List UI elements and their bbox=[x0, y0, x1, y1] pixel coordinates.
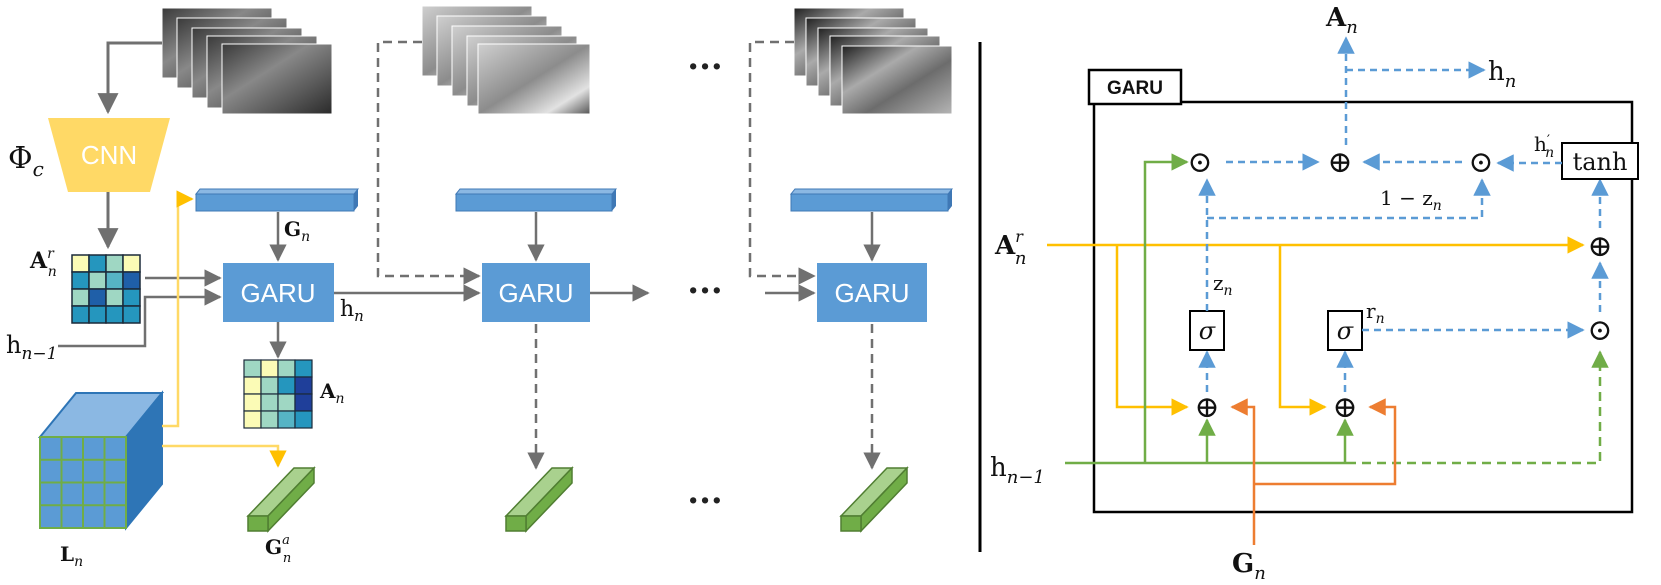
gn-to-oplus-left bbox=[1230, 398, 1256, 484]
gn-to-oplus-right bbox=[1254, 398, 1397, 486]
frames-to-cnn-arrow bbox=[97, 41, 162, 115]
cube-to-garu-yellow bbox=[162, 190, 194, 428]
hprev-to-odot-left bbox=[1143, 153, 1189, 463]
global-feature-bar-3 bbox=[789, 188, 954, 212]
oplus-z: ⊕ bbox=[1194, 390, 1219, 425]
ar-to-oplus-left bbox=[1115, 245, 1189, 416]
attended-feature-bar-3 bbox=[839, 466, 909, 533]
cnn-symbol: Φc bbox=[8, 141, 44, 181]
odot-left: ⊙ bbox=[1187, 145, 1212, 180]
ellipsis-top: ··· bbox=[687, 47, 723, 87]
cnn-block: CNN bbox=[48, 118, 170, 192]
attended-feature-bar-2 bbox=[504, 466, 574, 533]
local-feat-label: Ln bbox=[60, 542, 83, 570]
hidden-out-label: hn bbox=[340, 297, 364, 325]
garu-block-1: GARU bbox=[223, 263, 334, 322]
garu-block-3: GARU bbox=[817, 263, 927, 322]
in-hidden-label: hn−1 bbox=[990, 453, 1045, 488]
sigma-r: σ bbox=[1337, 317, 1354, 345]
global-feature-bar-2 bbox=[454, 188, 618, 212]
global-feat-label: Gn bbox=[284, 217, 310, 245]
hprime-label: h′n bbox=[1534, 132, 1554, 161]
out-hidden-label: hn bbox=[1488, 57, 1516, 92]
z-label: zn bbox=[1213, 271, 1233, 299]
out-attn-label: An bbox=[1325, 3, 1358, 38]
garu-label-2: GARU bbox=[498, 278, 573, 308]
hprev-to-garu-arrow bbox=[58, 288, 222, 348]
garu-block-2: GARU bbox=[482, 263, 590, 322]
ellipsis-middle: ··· bbox=[687, 271, 723, 311]
garu-title-box bbox=[1087, 68, 1183, 106]
one-minus-z-path bbox=[1207, 178, 1491, 220]
attn-out-label: An bbox=[319, 379, 345, 407]
cube-to-ga-yellow bbox=[162, 444, 287, 468]
garu-title: GARU bbox=[1107, 78, 1163, 99]
tanh-box bbox=[1561, 142, 1639, 180]
ar-to-oplus-right bbox=[1278, 245, 1327, 416]
garu-label-3: GARU bbox=[834, 278, 909, 308]
frames3-to-garu3-dashed bbox=[748, 40, 816, 285]
r-label: rn bbox=[1366, 299, 1385, 327]
sigma-box-r bbox=[1327, 310, 1363, 351]
sigma-z: σ bbox=[1199, 317, 1216, 345]
attn-prior-grid bbox=[71, 254, 141, 324]
garu-label-1: GARU bbox=[240, 278, 315, 308]
sigma-box-z bbox=[1189, 310, 1225, 351]
oplus-r: ⊕ bbox=[1332, 390, 1357, 425]
frame-stack-2 bbox=[421, 5, 591, 115]
frame-stack-3 bbox=[793, 7, 953, 115]
garu-detail-box bbox=[1092, 100, 1634, 514]
oplus-candidate: ⊕ bbox=[1587, 229, 1612, 264]
oplus-top: ⊕ bbox=[1327, 145, 1352, 180]
one-minus-z-label: 1 − zn bbox=[1380, 186, 1442, 214]
odot-right: ⊙ bbox=[1468, 145, 1493, 180]
tanh-label: tanh bbox=[1573, 148, 1628, 176]
cnn-label: CNN bbox=[81, 140, 137, 170]
local-feature-cube bbox=[37, 390, 165, 531]
attended-feature-bar-1 bbox=[246, 466, 316, 533]
odot-r: ⊙ bbox=[1587, 313, 1612, 348]
global-feature-bar-1 bbox=[194, 188, 360, 212]
ellipsis-bottom: ··· bbox=[687, 481, 723, 521]
in-global-label: Gn bbox=[1232, 549, 1266, 584]
hidden-prev-label: hn−1 bbox=[6, 331, 57, 364]
frames2-to-garu2-dashed bbox=[376, 40, 481, 285]
frame-stack-1 bbox=[161, 7, 333, 115]
attn-out-grid bbox=[243, 359, 313, 429]
